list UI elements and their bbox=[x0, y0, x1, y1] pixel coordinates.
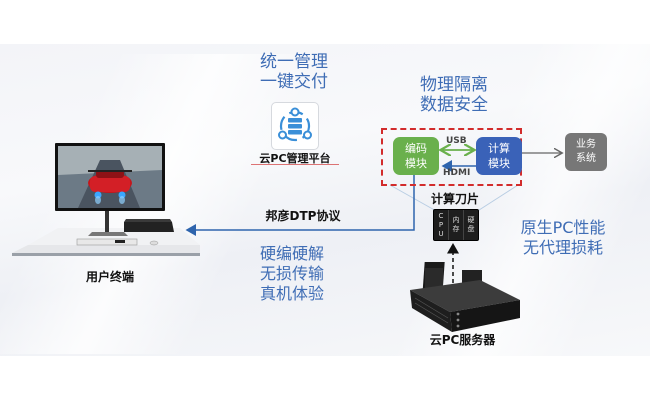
management-platform-label: 云PC管理平台 bbox=[259, 152, 331, 165]
cloud-pc-server-label: 云PC服务器 bbox=[429, 333, 496, 347]
native-pc-performance-text: 原生PC性能 无代理损耗 bbox=[520, 218, 606, 257]
compute-blade-label: 计算刀片 bbox=[430, 192, 479, 206]
hdmi-label: HDMI bbox=[443, 168, 471, 178]
user-terminal-label: 用户终端 bbox=[85, 270, 134, 284]
physical-isolation-text: 物理隔离 数据安全 bbox=[420, 75, 488, 115]
dtp-protocol-label: 邦彦DTP协议 bbox=[265, 209, 341, 223]
blade-slot-cpu: C P U bbox=[434, 210, 449, 240]
compute-module[interactable]: 计算 模块 bbox=[476, 137, 522, 175]
usb-label: USB bbox=[446, 136, 467, 146]
hardware-codec-features-text: 硬编硬解 无损传输 真机体验 bbox=[259, 244, 324, 303]
unified-management-text: 统一管理 一键交付 bbox=[260, 52, 328, 92]
cloud-server-network-icon bbox=[278, 107, 312, 142]
management-platform-icon-box[interactable] bbox=[271, 102, 319, 150]
management-underline bbox=[251, 164, 339, 165]
compute-blade[interactable]: C P U 内 存 硬 盘 bbox=[433, 209, 479, 241]
blade-slot-disk: 硬 盘 bbox=[467, 216, 475, 233]
encode-module[interactable]: 编码 模块 bbox=[393, 137, 439, 175]
blade-slot-memory: 内 存 bbox=[449, 210, 464, 240]
business-system-box[interactable]: 业务 系统 bbox=[565, 133, 607, 171]
